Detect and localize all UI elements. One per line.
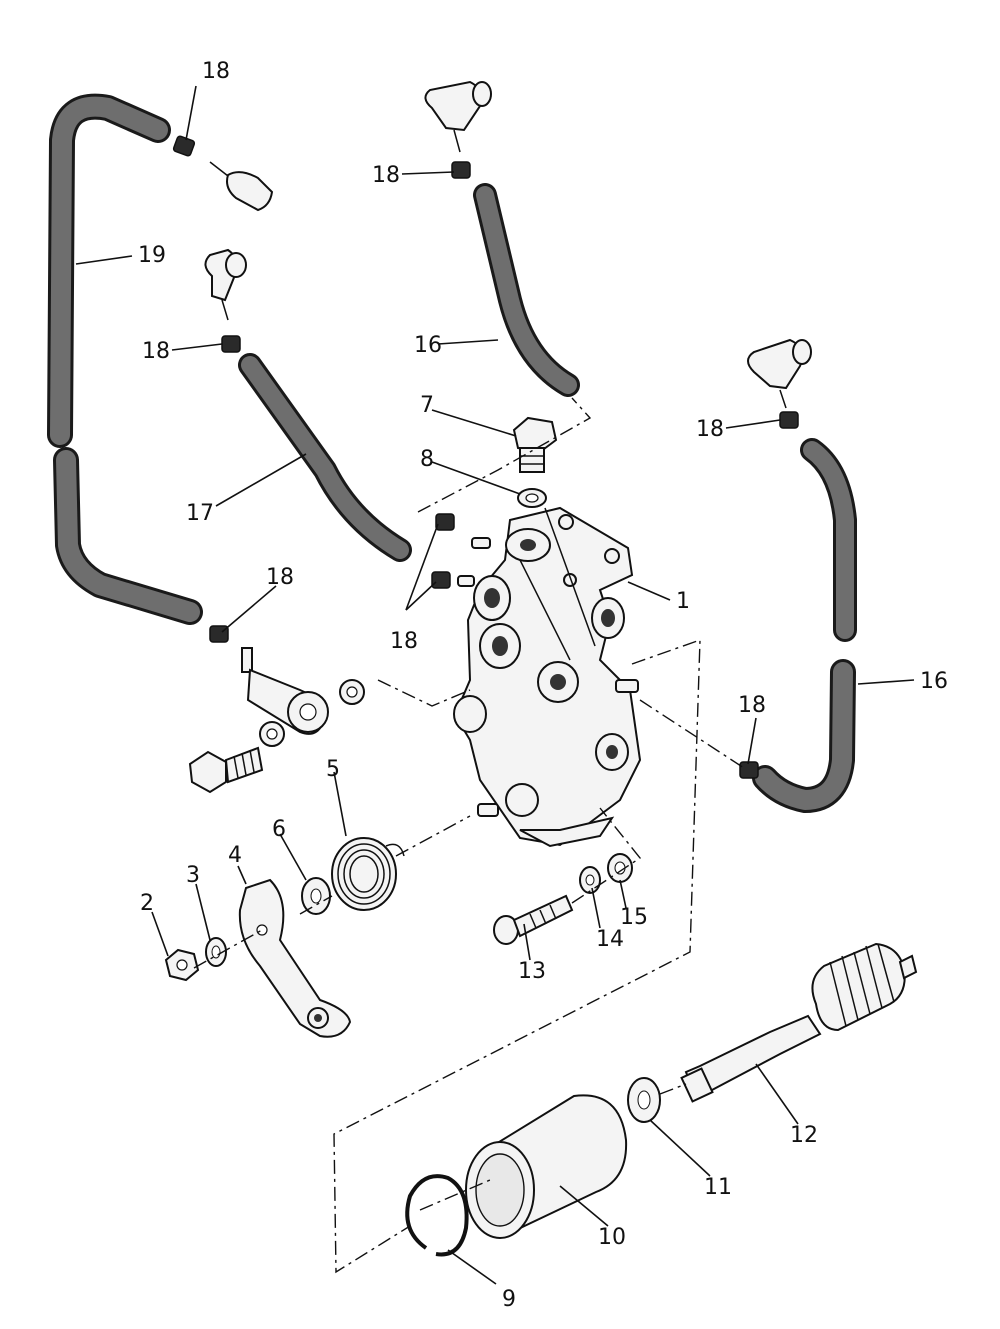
- callout-19: 19: [138, 243, 166, 268]
- banjo-bolt-7: [512, 416, 558, 473]
- callout-3: 3: [186, 863, 200, 888]
- callout-18: 18: [202, 59, 230, 84]
- hose-16-lower: [752, 659, 856, 813]
- hose-16-upper: [473, 183, 580, 397]
- nozzle-top-center: [424, 80, 492, 153]
- callout-17: 17: [186, 501, 214, 526]
- washer-6: [301, 877, 331, 915]
- leader-lines: [75, 85, 915, 1285]
- washer-8: [517, 488, 547, 508]
- callout-18: 18: [390, 629, 418, 654]
- drive-gear-12: [680, 942, 918, 1103]
- banjo-fitting: [241, 647, 365, 747]
- washer-14: [579, 866, 601, 894]
- callout-18: 18: [696, 417, 724, 442]
- callout-5: 5: [326, 757, 340, 782]
- hose-right-upper: [800, 438, 857, 642]
- callout-16: 16: [920, 669, 948, 694]
- hose-17: [238, 353, 412, 562]
- bushing-10: [465, 1094, 628, 1239]
- callout-2: 2: [140, 891, 154, 916]
- callout-13: 13: [518, 959, 546, 984]
- callout-labels: 18 18 19 18 16 7 18 8 17 18 1 18 16 18 5…: [138, 59, 948, 1312]
- callout-14: 14: [596, 927, 624, 952]
- nozzle-19-end: [209, 161, 274, 212]
- washer-15: [607, 853, 633, 883]
- nozzle-top-right: [747, 338, 812, 409]
- callout-11: 11: [704, 1175, 732, 1200]
- washer-11: [627, 1077, 661, 1123]
- callout-18: 18: [142, 339, 170, 364]
- callout-6: 6: [272, 817, 286, 842]
- callout-15: 15: [620, 905, 648, 930]
- pump-nipples: [457, 537, 639, 817]
- circlip-9: [405, 1174, 469, 1257]
- oil-pump-body-1: [453, 506, 642, 848]
- callout-18: 18: [266, 565, 294, 590]
- lever-4: [238, 878, 352, 1038]
- callout-12: 12: [790, 1123, 818, 1148]
- spring-5: [331, 837, 405, 911]
- callout-16: 16: [414, 333, 442, 358]
- callout-18: 18: [738, 693, 766, 718]
- callout-1: 1: [676, 589, 690, 614]
- callout-10: 10: [598, 1225, 626, 1250]
- callout-8: 8: [420, 447, 434, 472]
- hose-19: [47, 93, 203, 625]
- callout-9: 9: [502, 1287, 516, 1312]
- callout-7: 7: [420, 393, 434, 418]
- callout-18: 18: [372, 163, 400, 188]
- callout-4: 4: [228, 843, 242, 868]
- nozzle-top-left: [204, 248, 247, 321]
- union-bolt: [188, 746, 264, 794]
- screw-13: [493, 894, 574, 945]
- assembly-center-lines: [193, 397, 745, 1274]
- nut-2: [164, 948, 200, 982]
